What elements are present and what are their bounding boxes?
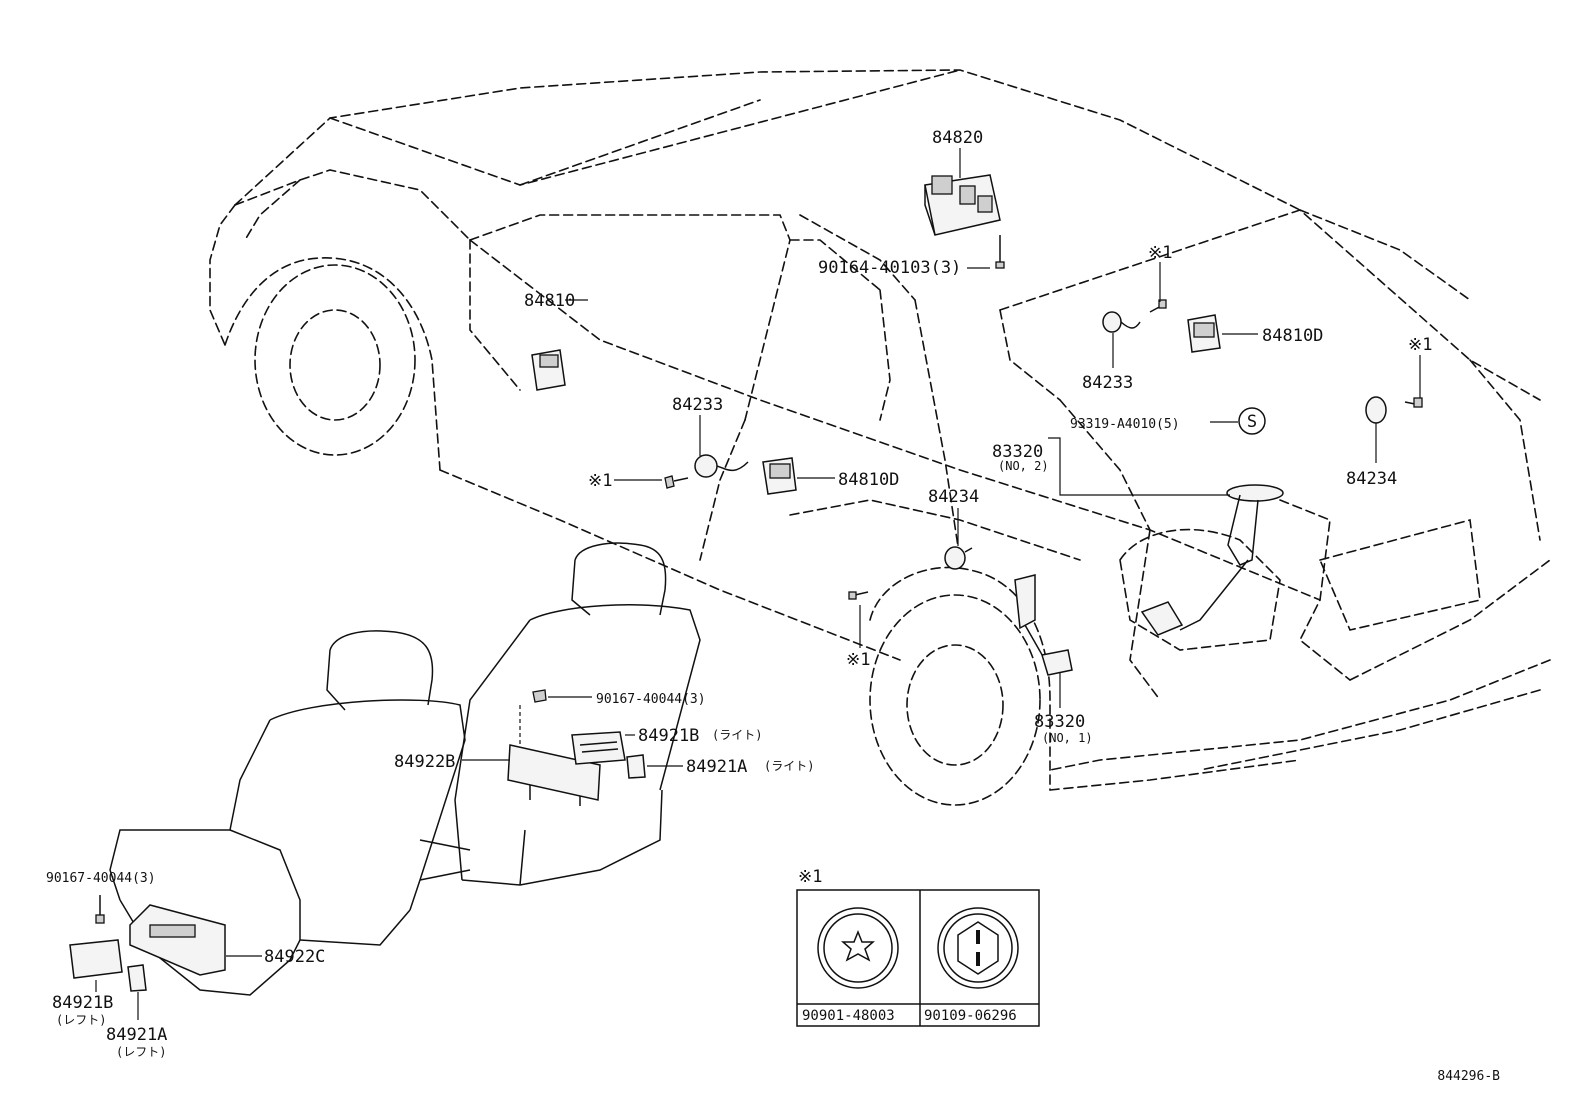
label-84921B-right-sub: (ライト)	[712, 728, 762, 742]
part-84922C-bracket	[129, 904, 226, 976]
screw-90164	[995, 235, 1005, 269]
screw-mark1-right	[1404, 397, 1423, 408]
label-mark1-bottom: ※1	[846, 650, 870, 670]
part-84820-switch	[924, 174, 1001, 236]
label-84233-left: 84233	[672, 395, 723, 415]
label-84810D-mid: 84810D	[838, 470, 899, 490]
label-84921A-right: 84921A	[686, 757, 747, 777]
label-90164: 90164-40103(3)	[818, 258, 961, 278]
label-mark1-right: ※1	[1408, 335, 1432, 355]
label-84921B-left: 84921B	[52, 993, 113, 1013]
svg-text:S: S	[1247, 412, 1257, 432]
part-84921B-left-knob	[69, 939, 123, 979]
label-mark1-top: ※1	[1148, 243, 1172, 263]
hex-head-fastener-icon	[937, 907, 1019, 989]
part-84234-mid	[944, 546, 973, 570]
label-84810D-right: 84810D	[1262, 326, 1323, 346]
label-84810: 84810	[524, 291, 575, 311]
label-84820: 84820	[932, 128, 983, 148]
label-90167-mid: 90167-40044(3)	[596, 692, 706, 707]
label-84234-mid: 84234	[928, 487, 979, 507]
legend-part-b: 90109-06296	[924, 1008, 1017, 1024]
part-84921B-right-knob	[571, 731, 626, 765]
label-83320-no1-sub: (NO, 1)	[1042, 731, 1093, 745]
screw-90167-mid	[519, 689, 547, 745]
star-head-fastener-icon	[817, 907, 899, 989]
screw-mark1-bottom	[848, 591, 869, 600]
label-83320-no1: 83320	[1034, 712, 1085, 732]
label-84922C: 84922C	[264, 947, 325, 967]
part-84233-right	[1102, 311, 1141, 333]
screw-90167-left	[95, 895, 105, 924]
label-84922B: 84922B	[394, 752, 455, 772]
label-90167-left: 90167-40044(3)	[46, 871, 156, 886]
part-84810D-right-switch	[1187, 314, 1221, 353]
part-labels: 84820 90164-40103(3) ※1 84810D 84233 ※1 …	[46, 128, 1432, 1059]
label-84921B-left-sub: (レフト)	[56, 1013, 106, 1027]
part-84921A-right-knob	[626, 754, 646, 779]
label-84921B-right: 84921B	[638, 726, 699, 746]
part-84233-left	[694, 454, 749, 478]
part-84810-switch	[531, 349, 566, 391]
label-83320-no2-sub: (NO, 2)	[998, 459, 1049, 473]
part-84234-right	[1365, 396, 1387, 424]
part-84922B-bracket	[507, 744, 601, 806]
part-84810D-mid-switch	[762, 457, 797, 495]
legend-title: ※1	[798, 867, 822, 887]
screw-mark1-top	[1149, 299, 1167, 313]
label-84921A-left: 84921A	[106, 1025, 167, 1045]
screw-mark1-left	[664, 475, 689, 489]
label-84234-right: 84234	[1346, 469, 1397, 489]
part-83320-no2-sender	[1140, 484, 1284, 636]
part-83320-no1-sender	[1014, 574, 1073, 676]
label-93319: 93319-A4010(5)	[1070, 417, 1180, 432]
label-84233-right: 84233	[1082, 373, 1133, 393]
label-84921A-left-sub: (レフト)	[116, 1045, 166, 1059]
legend-part-a: 90901-48003	[802, 1008, 895, 1024]
s-circle-icon: S	[1238, 407, 1266, 435]
label-mark1-left: ※1	[588, 471, 612, 491]
vehicle-outline	[209, 69, 1551, 806]
fastener-legend: ※1 90901-48003 90109-06296	[796, 867, 1040, 1027]
leader-lines	[95, 148, 1421, 1020]
diagram-ref-code: 844296-B	[1437, 1069, 1500, 1084]
label-84921A-right-sub: (ライト)	[764, 759, 814, 773]
label-83320-no2: 83320	[992, 442, 1043, 462]
part-84921A-left-knob	[127, 964, 147, 992]
